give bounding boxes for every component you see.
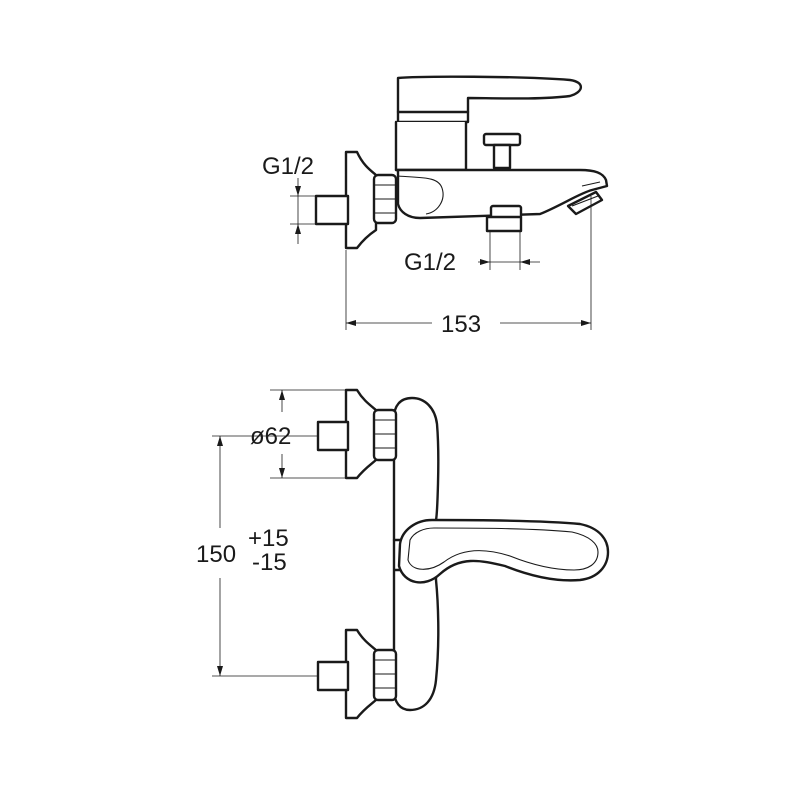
front-top-escutcheon — [316, 388, 398, 480]
label-g12-wall: G1/2 — [262, 153, 314, 180]
label-escutcheon-diameter: ø62 — [250, 423, 291, 450]
label-overall-depth: 153 — [441, 311, 481, 338]
bottom-outlet — [485, 204, 523, 233]
label-centre-distance-plus: +15 — [248, 525, 289, 552]
dim-overall-depth — [345, 196, 592, 330]
label-centre-distance-minus: -15 — [252, 549, 287, 576]
diverter-knob — [482, 132, 522, 170]
front-lever — [397, 518, 610, 584]
side-view: G1/2 G1/2 153 — [262, 75, 609, 338]
label-centre-distance: 150 — [196, 541, 236, 568]
lever-handle — [396, 75, 583, 124]
label-g12-bottom: G1/2 — [404, 249, 456, 276]
front-mixer-body — [392, 396, 472, 542]
wall-escutcheon — [344, 150, 378, 250]
inlet-stub — [314, 194, 350, 226]
dim-bottom-outlet — [478, 231, 540, 270]
dim-escutcheon-diameter — [270, 389, 346, 479]
dim-wall-inlet — [290, 178, 318, 244]
dim-centre-distance — [212, 435, 318, 677]
front-view: ø62 150 +15 -15 — [196, 388, 610, 720]
cartridge-housing — [394, 120, 468, 172]
mixer-body-spout — [394, 168, 609, 220]
front-bottom-escutcheon — [316, 628, 398, 720]
